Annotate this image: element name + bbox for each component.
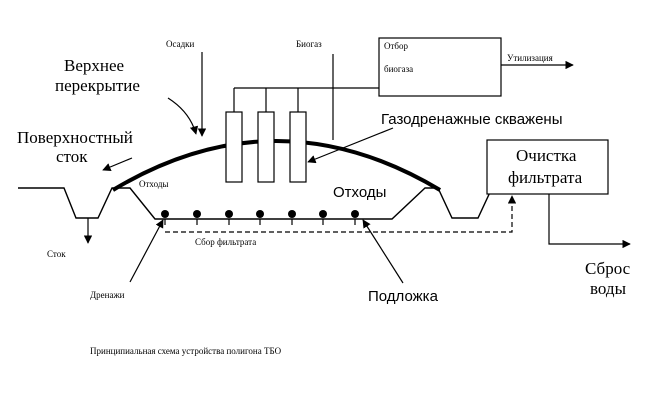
leachate-treatment-label-line1: Очистка: [516, 146, 577, 165]
drain-pipe-5: [288, 210, 296, 218]
water-discharge-label-line2: воды: [590, 279, 627, 298]
leachate-collection-label: Сбор фильтрата: [195, 237, 256, 247]
top-cover-label-line2: перекрытие: [55, 76, 140, 95]
biogas-collection-box: [378, 37, 502, 97]
surface-runoff-label-line2: сток: [56, 147, 88, 166]
gas-wells-pointer: [307, 127, 394, 164]
leachate-treatment-label-line2: фильтрата: [508, 168, 583, 187]
drains-label: Дренажи: [90, 290, 125, 300]
biogas-collection-label-line1: Отбор: [384, 41, 409, 51]
drain-pipes: [161, 210, 359, 225]
drain-pipe-1: [161, 210, 169, 218]
biogas-collection-label-line2: биогаза: [384, 64, 413, 74]
water-discharge-line: [548, 194, 631, 249]
liner-label: Подложка: [368, 288, 439, 305]
utilization-label: Утилизация: [507, 53, 553, 63]
precipitation-label: Осадки: [166, 39, 195, 49]
drain-pipe-6: [319, 210, 327, 218]
gas-well-3: [289, 111, 307, 183]
gas-well-2: [257, 111, 275, 183]
runoff-label: Сток: [47, 249, 66, 259]
drain-pipe-3: [225, 210, 233, 218]
drain-pipe-7: [351, 210, 359, 218]
biogas-label: Биогаз: [296, 39, 322, 49]
gas-wells-label: Газодренажные скважены: [381, 111, 563, 128]
ground-profile: [18, 187, 510, 220]
waste-label-small: Отходы: [139, 179, 168, 189]
drain-pipe-2: [193, 210, 201, 218]
drains-pointer: [129, 219, 164, 283]
surface-runoff-label-line1: Поверхностный: [17, 128, 133, 147]
drain-pipe-4: [256, 210, 264, 218]
leachate-treatment-box: [486, 139, 609, 195]
top-cover-arc: [111, 139, 442, 192]
top-cover-pointer: [167, 97, 199, 135]
leachate-collection-line: [165, 195, 517, 233]
liner-pointer: [362, 219, 404, 284]
gas-well-1: [225, 111, 243, 183]
water-discharge-label-line1: Сброс: [585, 259, 631, 278]
diagram-caption: Принципиальная схема устройства полигона…: [90, 346, 282, 356]
top-cover-label-line1: Верхнее: [64, 56, 124, 75]
waste-label-large: Отходы: [333, 184, 386, 201]
surface-runoff-arrow: [102, 157, 133, 171]
